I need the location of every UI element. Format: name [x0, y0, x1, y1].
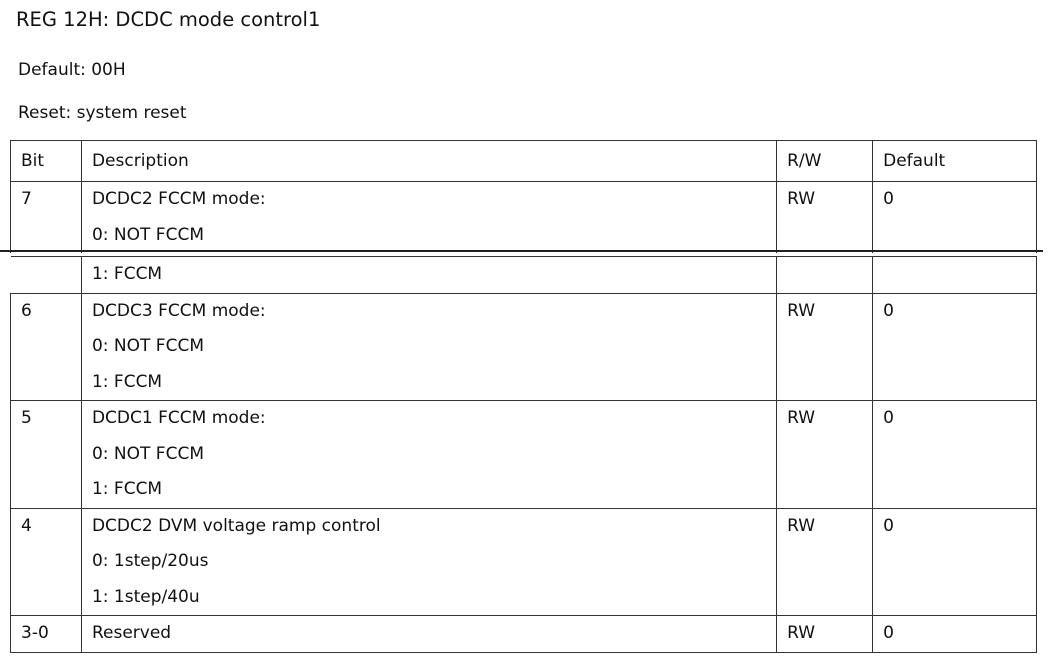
rw-cell: RW [776, 181, 874, 253]
default-value: 0 [883, 300, 894, 321]
description-cell: DCDC1 FCCM mode: 0: NOT FCCM 1: FCCM [80, 400, 778, 509]
default-cell [872, 256, 1037, 294]
table-row: 5 DCDC1 FCCM mode: 0: NOT FCCM 1: FCCM R… [10, 400, 1037, 509]
description-line: 1: 1step/40u [91, 586, 200, 607]
description-line: DCDC2 FCCM mode: [91, 189, 266, 209]
rw-value: RW [787, 300, 816, 321]
header-description: Description [80, 140, 778, 182]
default-value-line: Default: 00H [18, 60, 126, 80]
rw-cell: RW [776, 400, 874, 509]
header-bit: Bit [10, 140, 82, 182]
page-break-divider [0, 250, 1043, 252]
default-cell: 0 [872, 400, 1037, 509]
description-line: DCDC3 FCCM mode: [91, 300, 266, 321]
bit-value: 3-0 [21, 623, 49, 643]
description-line: 1: FCCM [91, 479, 163, 499]
rw-value: RW [787, 189, 816, 209]
bit-cell: 7 [10, 181, 82, 253]
rw-cell: RW [776, 615, 874, 653]
description-line: 0: NOT FCCM [91, 443, 204, 464]
header-default: Default [872, 140, 1037, 182]
reset-line: Reset: system reset [18, 103, 187, 123]
table-row-continued: 1: FCCM [10, 256, 1037, 294]
description-cell: DCDC2 DVM voltage ramp control 0: 1step/… [80, 507, 778, 616]
description-line: DCDC2 DVM voltage ramp control [91, 515, 381, 536]
header-rw: R/W [776, 140, 874, 182]
page-title: REG 12H: DCDC mode control1 [16, 8, 321, 31]
default-cell: 0 [872, 292, 1037, 401]
default-value: 0 [883, 623, 894, 643]
default-value: 0 [883, 189, 894, 209]
default-cell: 0 [872, 181, 1037, 253]
table-row: 4 DCDC2 DVM voltage ramp control 0: 1ste… [10, 507, 1037, 616]
description-cell: DCDC2 FCCM mode: 0: NOT FCCM [80, 181, 778, 253]
description-line: Reserved [91, 623, 172, 643]
bit-cell: 3-0 [10, 615, 82, 653]
default-cell: 0 [872, 615, 1037, 653]
description-line: 0: NOT FCCM [91, 336, 204, 356]
rw-value: RW [787, 515, 816, 536]
bit-cell: 5 [10, 400, 82, 509]
rw-cell: RW [776, 292, 874, 401]
rw-value: RW [787, 623, 816, 643]
bit-value: 5 [21, 408, 32, 428]
register-table-bottom: 1: FCCM 6 DCDC3 FCCM mode: 0: NOT FCCM 1… [10, 256, 1037, 653]
default-value: 0 [883, 515, 894, 536]
default-cell: 0 [872, 507, 1037, 616]
bit-cell: 4 [10, 507, 82, 616]
rw-value: RW [787, 408, 816, 428]
description-line: 1: FCCM [91, 371, 163, 392]
bit-cell [10, 256, 82, 294]
bit-value: 6 [21, 300, 32, 321]
table-row: 7 DCDC2 FCCM mode: 0: NOT FCCM RW 0 [10, 181, 1037, 253]
table-header-row: Bit Description R/W Default [10, 140, 1037, 182]
rw-cell [776, 256, 874, 294]
bit-value: 4 [21, 515, 32, 536]
default-value: 0 [883, 408, 894, 428]
description-line: DCDC1 FCCM mode: [91, 408, 266, 428]
rw-cell: RW [776, 507, 874, 616]
table-row: 3-0 Reserved RW 0 [10, 615, 1037, 653]
description-cell: Reserved [80, 615, 778, 653]
bit-value: 7 [21, 189, 32, 209]
description-line: 1: FCCM [91, 264, 163, 284]
description-line: 0: NOT FCCM [91, 224, 204, 245]
description-cell: DCDC3 FCCM mode: 0: NOT FCCM 1: FCCM [80, 292, 778, 401]
description-cell: 1: FCCM [80, 256, 778, 294]
register-table-top: Bit Description R/W Default 7 DCDC2 FCCM… [10, 140, 1037, 253]
bit-cell: 6 [10, 292, 82, 401]
description-line: 0: 1step/20us [91, 551, 209, 571]
table-row: 6 DCDC3 FCCM mode: 0: NOT FCCM 1: FCCM R… [10, 292, 1037, 401]
